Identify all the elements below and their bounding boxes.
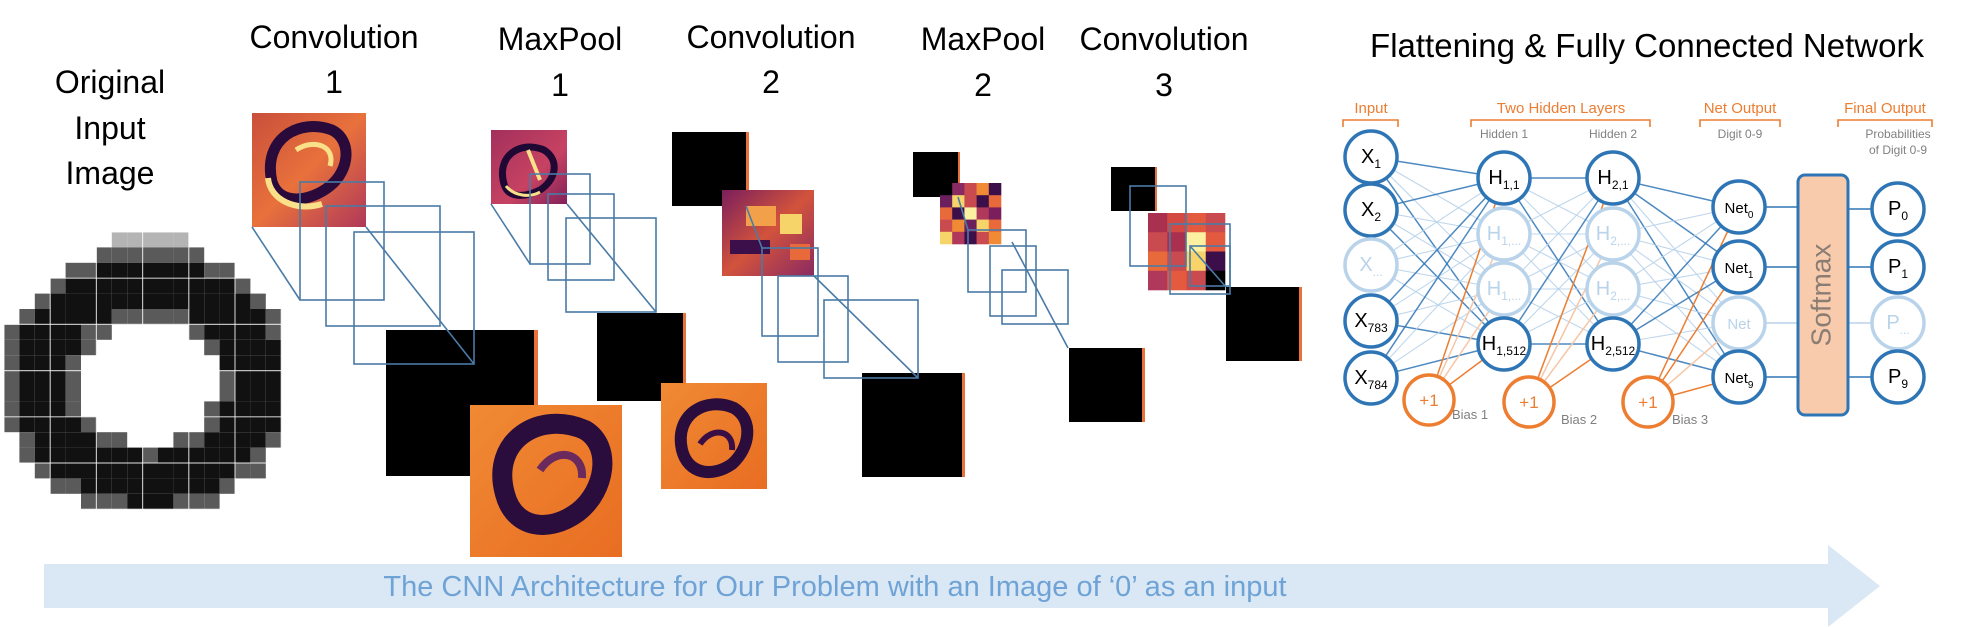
group-sublabel-final-output-1: Probabilities: [1865, 127, 1930, 141]
stage-label-pool1-line1: MaxPool: [498, 21, 623, 57]
h2-node-2: H2,...: [1585, 206, 1641, 262]
pool2-feature-map-3: [1069, 348, 1142, 422]
prob-node-4: P9: [1870, 349, 1926, 405]
h1-node-1: H1,1: [1476, 150, 1532, 206]
caption: The CNN Architecture for Our Problem wit…: [383, 571, 1286, 603]
bias-node-label: +1: [1638, 393, 1657, 412]
group-sublabel-final-output-2: of Digit 0-9: [1869, 143, 1927, 157]
kernel-connector-lines: [251, 173, 1231, 379]
bias-node-label: +1: [1519, 393, 1538, 412]
h2-node-3: H2,...: [1585, 261, 1641, 317]
stage-label-conv2-line2: 2: [762, 64, 780, 100]
stage-label-conv1-line1: Convolution: [250, 19, 419, 55]
stage-label-input-line1: Original: [55, 64, 165, 100]
group-label-final-output: Final Output: [1844, 100, 1927, 117]
stage-label-conv3-line2: 3: [1155, 67, 1173, 103]
net-node-1: Net0: [1711, 179, 1767, 235]
prob-node-1: P0: [1870, 181, 1926, 237]
bias-node-label: +1: [1419, 391, 1438, 410]
prob-node-2: P1: [1870, 239, 1926, 295]
stage-label-conv1-line2: 1: [325, 64, 343, 100]
net-node-4: Net9: [1711, 349, 1767, 405]
input-node-4: X783: [1343, 293, 1399, 349]
h1-node-3: H1,...: [1476, 261, 1532, 317]
stage-label-pool2-line2: 2: [974, 67, 992, 103]
conv3-feature-map-3: [1226, 287, 1299, 361]
prob-node-3: P...: [1870, 295, 1926, 351]
group-brackets: [1342, 119, 1933, 127]
input-node-5: X784: [1343, 350, 1399, 406]
stage-label-conv2-line1: Convolution: [687, 19, 856, 55]
group-sublabel-hidden2: Hidden 2: [1589, 127, 1637, 141]
net-node-1-label: Net0: [1725, 200, 1754, 221]
group-sublabel-hidden1: Hidden 1: [1480, 127, 1528, 141]
net-node-4-label: Net9: [1725, 370, 1754, 391]
group-label-net-output: Net Output: [1704, 100, 1777, 117]
input-node-2: X2: [1343, 182, 1399, 238]
group-label-hidden: Two Hidden Layers: [1497, 100, 1625, 117]
h1-node-4: H1,512: [1476, 316, 1532, 372]
bias-label-2: Bias 2: [1561, 412, 1597, 427]
net-node-3: Net: [1711, 295, 1767, 351]
stage-label-conv3-line1: Convolution: [1080, 21, 1249, 57]
group-label-input: Input: [1354, 100, 1388, 117]
conv2-feature-map-3: [862, 373, 962, 477]
h2-node-2-label: H2,...: [1596, 223, 1630, 248]
bias-node-2: +1: [1502, 375, 1556, 429]
pipeline-arrow: [44, 545, 1880, 627]
stage-label-pool1-line2: 1: [551, 67, 569, 103]
bias-node-1: +1: [1402, 373, 1456, 427]
softmax-label: Softmax: [1805, 244, 1836, 347]
pool2-feature-map-2: [940, 183, 1002, 245]
group-sublabel-net-output: Digit 0-9: [1718, 127, 1763, 141]
input-node-1: X1: [1343, 129, 1399, 185]
h1-node-2: H1,...: [1476, 206, 1532, 262]
stage-label-pool2-line1: MaxPool: [921, 21, 1046, 57]
bias-label-3: Bias 3: [1672, 412, 1708, 427]
stage-label-input-line2: Input: [74, 110, 145, 146]
net-node-2-label: Net1: [1725, 260, 1754, 281]
h2-node-1: H2,1: [1585, 150, 1641, 206]
bias-node-3: +1: [1621, 375, 1675, 429]
bias-label-1: Bias 1: [1452, 407, 1488, 422]
net-node-2: Net1: [1711, 239, 1767, 295]
input-digit-image: [3, 231, 282, 510]
net-node-3-label: Net: [1727, 316, 1751, 333]
h2-node-4: H2,512: [1585, 316, 1641, 372]
network-nodes: X1X2X...X783X784H1,1H1,...H1,...H1,512H2…: [1343, 129, 1926, 429]
input-node-3: X...: [1343, 237, 1399, 293]
softmax-box: [1796, 173, 1850, 417]
stage-label-input-line3: Image: [66, 155, 155, 191]
conv3-feature-map-1: [1111, 167, 1155, 211]
stage-label-fully-connected: Flattening & Fully Connected Network: [1370, 27, 1924, 64]
